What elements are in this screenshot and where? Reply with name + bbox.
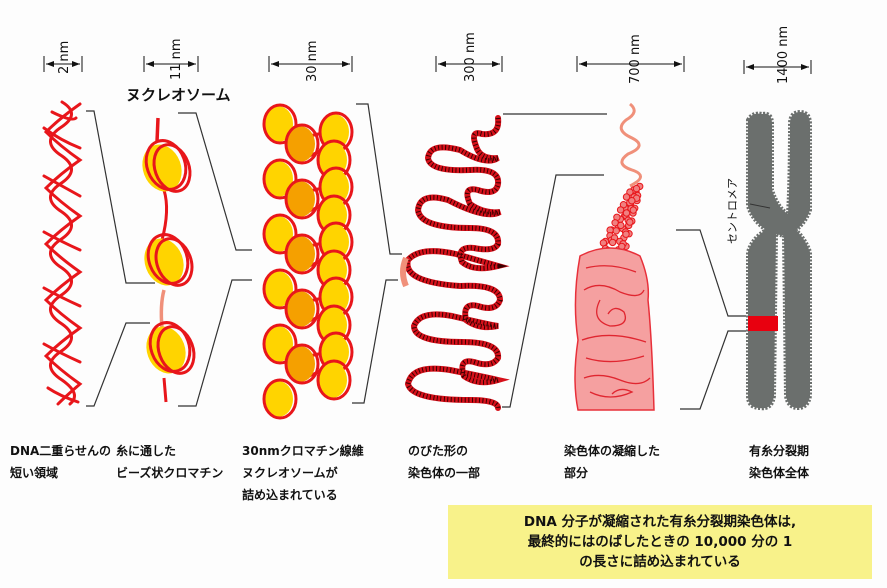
highlighted-region bbox=[748, 316, 778, 331]
scale-label: 11 nm bbox=[169, 38, 184, 80]
caption-fiber30: 30nmクロマチン線維 ヌクレオソームが 詰め込まれている bbox=[242, 440, 364, 506]
condensed-bead bbox=[629, 206, 637, 214]
caption-line: DNA二重らせんの bbox=[10, 444, 112, 458]
scale-label: 1400 nm bbox=[776, 26, 791, 84]
caption-mitotic: 有糸分裂期 染色体全体 bbox=[749, 440, 809, 484]
condensed-chromosome-section bbox=[574, 102, 655, 411]
scale-label: 2 nm bbox=[57, 41, 72, 74]
nucleosome-disc bbox=[262, 158, 298, 200]
nucleosome-disc bbox=[284, 233, 320, 275]
summary-line: 最終的にはのばしたときの 10,000 分の 1 bbox=[527, 534, 793, 550]
caption-line: 部分 bbox=[564, 466, 589, 480]
beads-on-string bbox=[142, 117, 196, 403]
dna-double-helix bbox=[42, 100, 83, 406]
nucleosome-disc bbox=[262, 213, 298, 255]
summary-line: DNA 分子が凝縮された有糸分裂期染色体は, bbox=[523, 514, 797, 530]
scale-11nm: 11 nm bbox=[143, 38, 199, 80]
nucleosome-bead bbox=[146, 321, 196, 375]
zoom-bracket-2 bbox=[178, 112, 252, 407]
condensed-bead bbox=[608, 238, 617, 247]
caption-line: 有糸分裂期 bbox=[749, 444, 810, 458]
nucleosome-disc bbox=[262, 323, 298, 365]
caption-line: ビーズ状クロマチン bbox=[116, 466, 224, 480]
caption-line: のびた形の bbox=[408, 444, 469, 458]
scale-1400nm: 1400 nm bbox=[743, 26, 812, 84]
nucleosome-disc bbox=[262, 103, 298, 145]
nucleosome-disc bbox=[316, 359, 352, 401]
condensed-bead bbox=[632, 184, 641, 193]
zoom-bracket-3 bbox=[352, 103, 402, 404]
summary-line: の長さに詰め込まれている bbox=[579, 554, 741, 570]
caption-line: 詰め込まれている bbox=[242, 488, 338, 502]
caption-line: 染色体の一部 bbox=[408, 466, 481, 480]
nucleosome-bead bbox=[144, 233, 194, 287]
scale-300nm: 300 nm bbox=[435, 32, 503, 82]
caption-line: 染色体全体 bbox=[749, 466, 810, 480]
caption-line: ヌクレオソームが bbox=[242, 466, 338, 480]
caption-line: 30nmクロマチン線維 bbox=[242, 444, 364, 458]
caption-condensed: 染色体の凝縮した 部分 bbox=[564, 440, 660, 484]
zoom-bracket-5 bbox=[676, 229, 746, 410]
condensed-bead bbox=[616, 206, 625, 214]
condensed-bead bbox=[622, 230, 630, 238]
condensed-bead bbox=[612, 227, 620, 235]
scale-label: 700 nm bbox=[628, 34, 643, 84]
caption-extended: のびた形の 染色体の一部 bbox=[408, 440, 480, 484]
caption-dna: DNA二重らせんの 短い領域 bbox=[10, 440, 111, 484]
condensed-bead bbox=[617, 221, 625, 230]
scale-2nm: 2 nm bbox=[43, 41, 83, 74]
condensed-bead-cluster bbox=[590, 182, 644, 271]
nucleosome-disc bbox=[262, 268, 298, 310]
condensed-bead bbox=[626, 188, 634, 196]
nucleosome-disc bbox=[284, 178, 320, 220]
mitotic-chromosome: セントロメア bbox=[726, 109, 812, 411]
scale-700nm: 700 nm bbox=[576, 34, 685, 84]
caption-line: 染色体の凝縮した bbox=[564, 444, 661, 458]
summary-box: DNA 分子が凝縮された有糸分裂期染色体は, 最終的にはのばしたときの 10,0… bbox=[448, 505, 872, 579]
nucleosome-label: ヌクレオソーム bbox=[126, 86, 231, 104]
caption-beads: 糸に通した ビーズ状クロマチン bbox=[116, 440, 223, 484]
nucleosome-disc bbox=[284, 288, 320, 330]
condensed-bead bbox=[628, 197, 636, 205]
scale-label: 300 nm bbox=[463, 32, 478, 82]
caption-line: 短い領域 bbox=[10, 466, 59, 480]
caption-line: 糸に通した bbox=[116, 444, 177, 458]
nucleosome-disc bbox=[284, 123, 320, 165]
scale-label: 30 nm bbox=[305, 40, 320, 82]
nucleosome-disc bbox=[262, 378, 298, 420]
chromatin-fiber-30nm bbox=[262, 103, 354, 420]
condensed-bead bbox=[622, 209, 631, 217]
zoom-bracket-1 bbox=[86, 110, 155, 407]
condensed-bead bbox=[622, 193, 631, 201]
condensed-bead bbox=[626, 218, 634, 226]
zoom-bracket-4 bbox=[502, 113, 607, 408]
nucleosome-disc bbox=[284, 343, 320, 385]
extended-chromosome-section bbox=[400, 115, 510, 411]
scale-30nm: 30 nm bbox=[268, 40, 353, 82]
centromere-label: セントロメア bbox=[726, 178, 739, 244]
nucleosome-bead bbox=[142, 139, 192, 193]
